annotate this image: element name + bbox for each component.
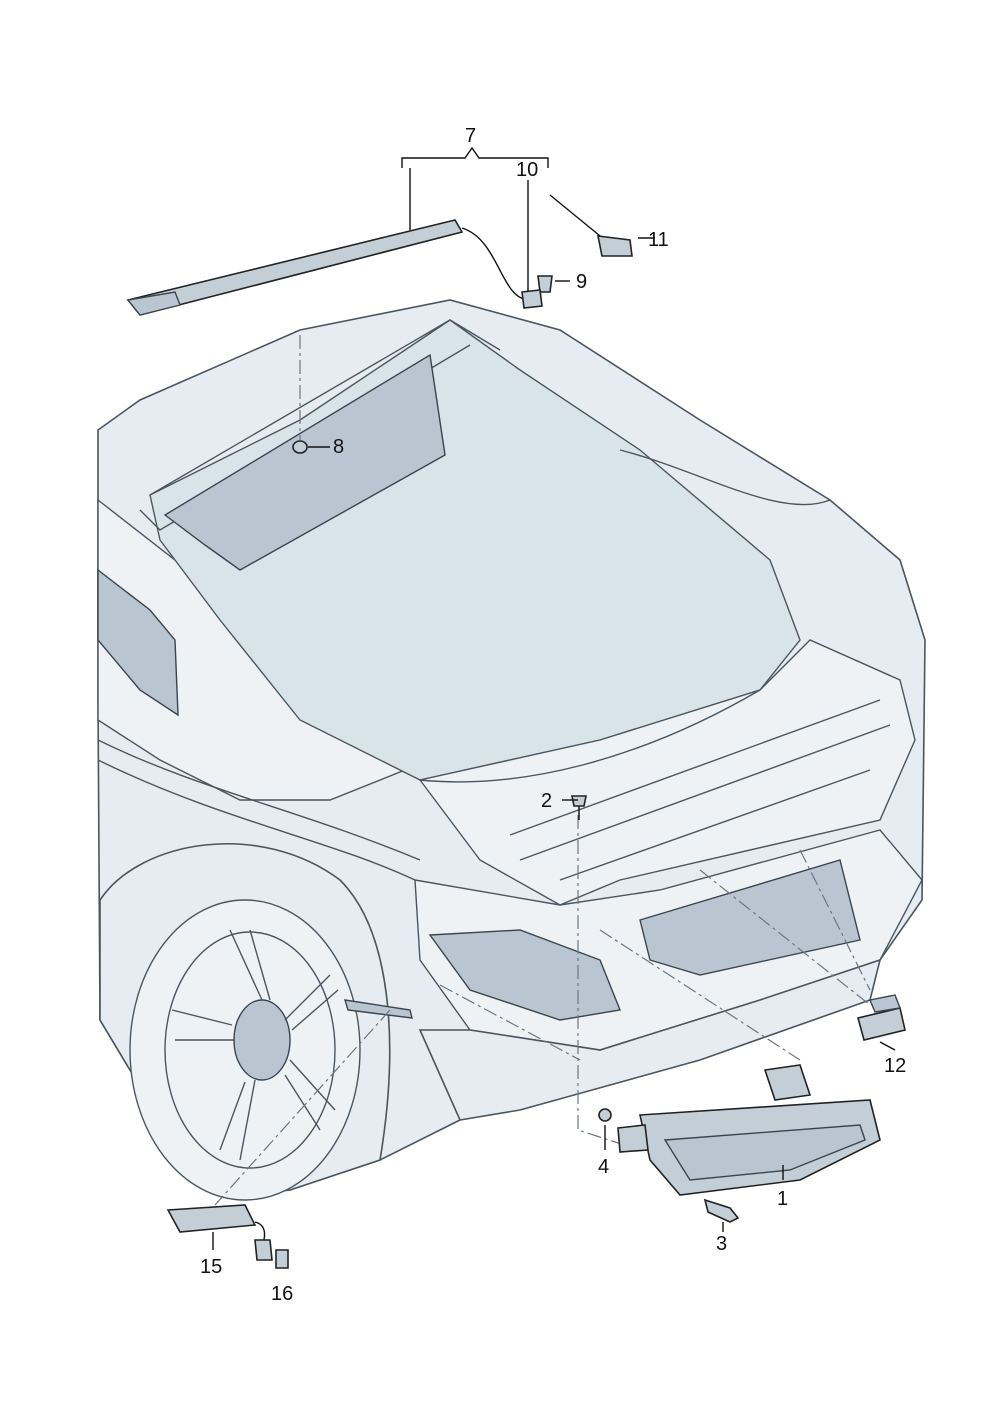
part-side-marker-15 (166, 1204, 266, 1246)
part-bulb-socket-16 (254, 1239, 289, 1269)
car-body (97, 299, 926, 1201)
part-connector-10 (521, 289, 543, 309)
callout-1: 1 (777, 1188, 788, 1210)
part-nut-8 (292, 440, 330, 454)
part-latch-11 (549, 194, 655, 257)
part-screw-2 (571, 795, 587, 820)
part-plate-light-12 (857, 994, 906, 1041)
callout-4: 4 (598, 1156, 609, 1178)
part-nut-4 (598, 1108, 612, 1150)
callout-9: 9 (576, 271, 587, 293)
callout-16: 16 (271, 1283, 293, 1305)
callout-labels: 7 10 11 9 8 2 12 4 1 3 15 16 (200, 125, 906, 1305)
part-tail-light-1 (617, 1064, 881, 1196)
part-bolt-3 (703, 1198, 740, 1232)
callout-10: 10 (516, 159, 538, 181)
callout-2: 2 (541, 790, 552, 812)
part-spoiler-strip (126, 219, 531, 316)
callout-7: 7 (465, 125, 476, 147)
callout-leaders (212, 146, 896, 1250)
part-clip-9 (537, 275, 570, 293)
callout-11: 11 (648, 229, 669, 251)
callout-12: 12 (884, 1055, 906, 1077)
callout-8: 8 (333, 436, 344, 458)
callout-3: 3 (716, 1233, 727, 1255)
callout-15: 15 (200, 1256, 222, 1278)
